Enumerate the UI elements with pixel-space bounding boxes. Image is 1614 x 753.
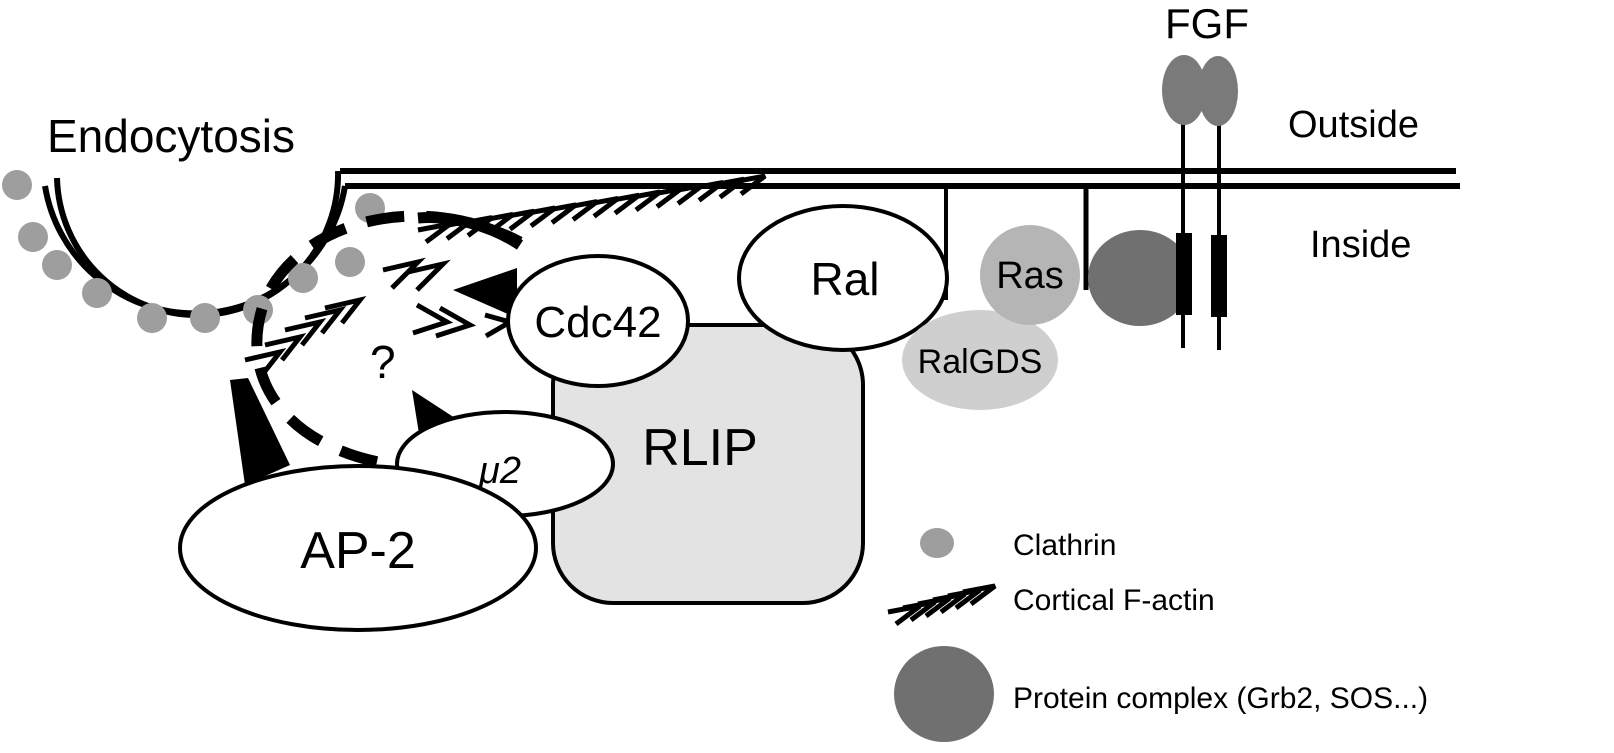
- rlip-label: RLIP: [642, 419, 758, 477]
- clathrin-dot: [288, 263, 318, 293]
- clathrin-dot: [82, 278, 112, 308]
- ap2-node: [178, 464, 538, 632]
- fgf-ligand-2: [1198, 56, 1238, 126]
- f-actin-small-1: [382, 257, 517, 339]
- question-mark: ?: [370, 336, 396, 388]
- ralgds-node: [902, 310, 1058, 410]
- legend-protein-complex-label: Protein complex (Grb2, SOS...): [1013, 682, 1428, 715]
- arrowhead-to-mu2: [412, 390, 458, 440]
- legend-f-actin-chevron: [962, 583, 997, 606]
- fgf-ligand-1: [1162, 55, 1206, 125]
- legend-clathrin-symbol: [920, 528, 954, 558]
- clathrin-dot: [2, 170, 32, 200]
- fgf-label: FGF: [1165, 0, 1249, 47]
- arrowhead-to-ap2: [230, 378, 290, 485]
- clathrin-dot: [42, 250, 72, 280]
- legend-f-actin-symbol: [887, 583, 997, 626]
- ralgds-label: RalGDS: [918, 343, 1043, 381]
- protein-complex-node: [1088, 230, 1192, 326]
- outside-label: Outside: [1288, 104, 1419, 146]
- mu2-label: μ2: [478, 450, 521, 492]
- clathrin-dot: [335, 247, 365, 277]
- endocytosis-label: Endocytosis: [47, 110, 295, 162]
- clathrin-dot: [18, 222, 48, 252]
- legend: Clathrin Cortical F-actin Protein comple…: [887, 528, 1428, 742]
- ras-label: Ras: [996, 255, 1064, 297]
- clathrin-dot: [137, 303, 167, 333]
- ral-node: [737, 204, 949, 352]
- ral-label: Ral: [810, 253, 879, 305]
- legend-clathrin-label: Clathrin: [1013, 529, 1116, 562]
- inside-label: Inside: [1310, 224, 1411, 266]
- f-actin-small-2: [244, 295, 367, 377]
- legend-f-actin-label: Cortical F-actin: [1013, 584, 1215, 617]
- clathrin-dot: [190, 303, 220, 333]
- ras-node: [980, 225, 1080, 325]
- dashed-pathway: [251, 210, 523, 471]
- ap2-label: AP-2: [300, 522, 416, 580]
- clathrin-coat: [2, 170, 385, 333]
- arrowhead-to-cdc42: [453, 268, 517, 318]
- f-actin-chevron: [732, 173, 767, 196]
- legend-protein-complex-symbol: [894, 646, 994, 742]
- cdc42-label: Cdc42: [534, 298, 661, 347]
- fgf-receptor: [1176, 120, 1227, 350]
- cdc42-node: [506, 254, 690, 388]
